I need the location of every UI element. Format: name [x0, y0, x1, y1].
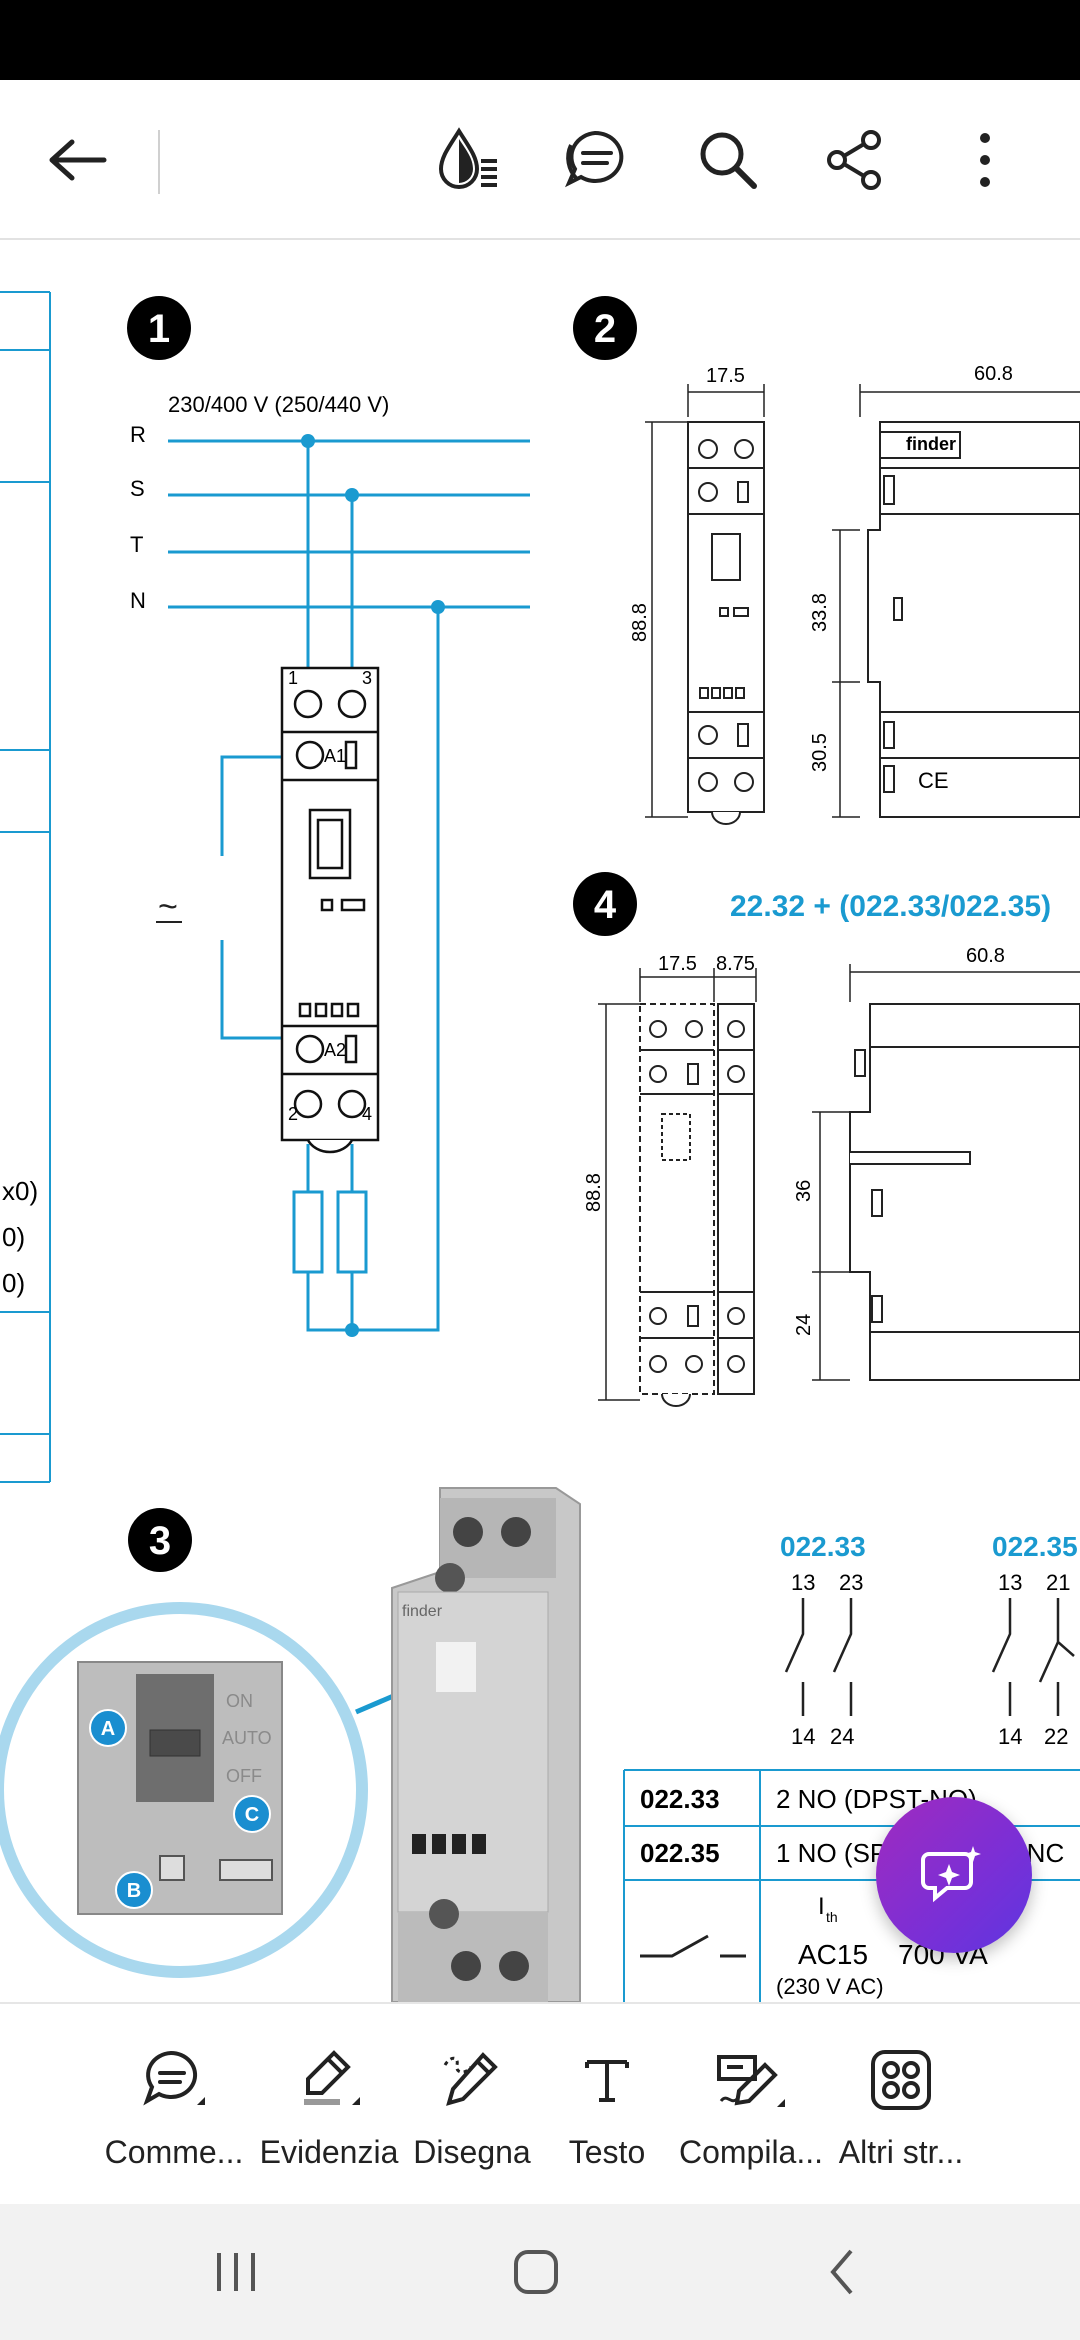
bottom-tools-bar: Comme... Evidenzia Disegna Testo Compila…: [0, 2002, 1080, 2204]
search-icon[interactable]: [688, 120, 768, 200]
phase-r: R: [130, 422, 146, 447]
table-code-1: 022.33: [640, 1784, 720, 1814]
marker-c: C: [245, 1804, 259, 1826]
tool-label: Disegna: [413, 2134, 531, 2170]
phase-s: S: [130, 476, 145, 501]
voltage-label: 230/400 V (250/440 V): [168, 392, 389, 417]
terminal-2: 2: [288, 1104, 298, 1124]
photo-brand: finder: [402, 1603, 443, 1620]
ac15-label: AC15: [798, 1939, 868, 1970]
system-nav-bar: [0, 2204, 1080, 2340]
back-arrow-icon[interactable]: [38, 120, 118, 200]
fig4-depth: 60.8: [966, 945, 1005, 967]
fig2-width: 17.5: [706, 365, 745, 387]
left-table-fragment: x0) 0) 0): [0, 291, 51, 1483]
tool-text[interactable]: Testo: [532, 2040, 682, 2180]
fig4-width2: 8.75: [716, 953, 755, 975]
nav-back-icon[interactable]: [792, 2232, 892, 2312]
left-text-2: 0): [2, 1222, 25, 1252]
left-text-1: x0): [2, 1176, 38, 1206]
figure-3-photo: 3 ON AUTO OFF A B C finder: [0, 1487, 581, 2002]
tool-label: Compila...: [678, 2134, 824, 2170]
home-icon[interactable]: [486, 2232, 586, 2312]
ith-sub: th: [826, 1909, 838, 1925]
ai-assistant-button[interactable]: [876, 1797, 1032, 1953]
tool-fill-sign[interactable]: Compila...: [676, 2040, 826, 2180]
figure-1-number: 1: [148, 307, 170, 351]
marker-b: B: [127, 1880, 141, 1902]
tool-comment[interactable]: Comme...: [99, 2040, 249, 2180]
c2-bottom-14: 14: [998, 1724, 1022, 1749]
more-tools-icon: [826, 2040, 976, 2120]
more-icon[interactable]: [945, 120, 1025, 200]
top-toolbar: [0, 80, 1080, 240]
table-code-2: 022.35: [640, 1838, 720, 1868]
phase-n: N: [130, 588, 146, 613]
tool-label: Comme...: [104, 2134, 244, 2170]
status-bar: [0, 0, 1080, 80]
c2-bottom-22: 22: [1044, 1724, 1068, 1749]
c2-top-13: 13: [998, 1570, 1022, 1595]
voltage-note: (230 V AC): [776, 1974, 884, 1999]
contact-code-1: 022.33: [780, 1531, 866, 1562]
pdf-page-view[interactable]: x0) 0) 0) 1 230/400 V (250/440 V) R S T …: [0, 242, 1080, 2002]
tool-draw[interactable]: Disegna: [397, 2040, 547, 2180]
switch-on: ON: [226, 1691, 253, 1711]
phase-t: T: [130, 532, 143, 557]
figure-4-number: 4: [594, 883, 617, 927]
fig2-height: 88.8: [629, 603, 651, 642]
draw-icon: [397, 2040, 547, 2120]
terminal-4: 4: [362, 1104, 372, 1124]
comment-list-icon[interactable]: [556, 120, 636, 200]
figure-3-number: 3: [149, 1519, 171, 1563]
contact-diagrams: 022.33 022.35 13 23 14 24 13 21 14 22: [780, 1531, 1078, 1749]
comment-icon: [99, 2040, 249, 2120]
tool-more-tools[interactable]: Altri str...: [826, 2040, 976, 2180]
recent-apps-icon[interactable]: [186, 2232, 286, 2312]
coil-a2: A2: [324, 1040, 346, 1060]
c1-top-23: 23: [839, 1570, 863, 1595]
fig2-upper: 33.8: [809, 593, 831, 632]
c1-bottom-14: 14: [791, 1724, 815, 1749]
left-text-3: 0): [2, 1268, 25, 1298]
fig2-ce: CE: [918, 768, 949, 793]
ai-sparkle-icon: [921, 1846, 981, 1903]
switch-off: OFF: [226, 1766, 262, 1786]
figure-2-number: 2: [594, 307, 616, 351]
fig4-width1: 17.5: [658, 953, 697, 975]
tool-label: Altri str...: [838, 2134, 964, 2170]
ith-label: I: [818, 1893, 825, 1920]
marker-a: A: [101, 1718, 115, 1740]
fig2-depth: 60.8: [974, 363, 1013, 385]
document-drawing: x0) 0) 0) 1 230/400 V (250/440 V) R S T …: [0, 291, 1080, 2002]
c2-top-21: 21: [1046, 1570, 1070, 1595]
tool-highlight[interactable]: Evidenzia: [254, 2040, 404, 2180]
fig4-lower: 24: [793, 1314, 815, 1336]
share-icon[interactable]: [815, 120, 895, 200]
toolbar-divider: [158, 130, 160, 194]
ac-symbol: ~: [158, 888, 178, 926]
terminal-3: 3: [362, 668, 372, 688]
coil-a1: A1: [324, 746, 346, 766]
figure-1-wiring: 1 230/400 V (250/440 V) R S T N ~: [127, 296, 530, 1337]
terminal-1: 1: [288, 668, 298, 688]
figure-4-combination: 4 22.32 + (022.33/022.35) 17.5 8.75 60.8…: [573, 872, 1080, 1407]
c1-top-13: 13: [791, 1570, 815, 1595]
tool-label: Evidenzia: [259, 2134, 399, 2170]
highlight-icon: [254, 2040, 404, 2120]
text-icon: [532, 2040, 682, 2120]
contact-code-2: 022.35: [992, 1531, 1078, 1562]
figure-2-dimensions: 2 17.5 60.8 88.8 33.8 30.5: [573, 296, 1080, 825]
fig2-brand: finder: [906, 434, 956, 454]
tool-label: Testo: [568, 2134, 646, 2170]
fig4-height: 88.8: [583, 1173, 605, 1212]
fill-sign-icon: [676, 2040, 826, 2120]
accessibility-icon[interactable]: [428, 120, 508, 200]
fig4-upper: 36: [793, 1180, 815, 1202]
c1-bottom-24: 24: [830, 1724, 854, 1749]
fig4-title: 22.32 + (022.33/022.35): [730, 890, 1051, 923]
switch-auto: AUTO: [222, 1728, 272, 1748]
fig2-lower: 30.5: [809, 733, 831, 772]
